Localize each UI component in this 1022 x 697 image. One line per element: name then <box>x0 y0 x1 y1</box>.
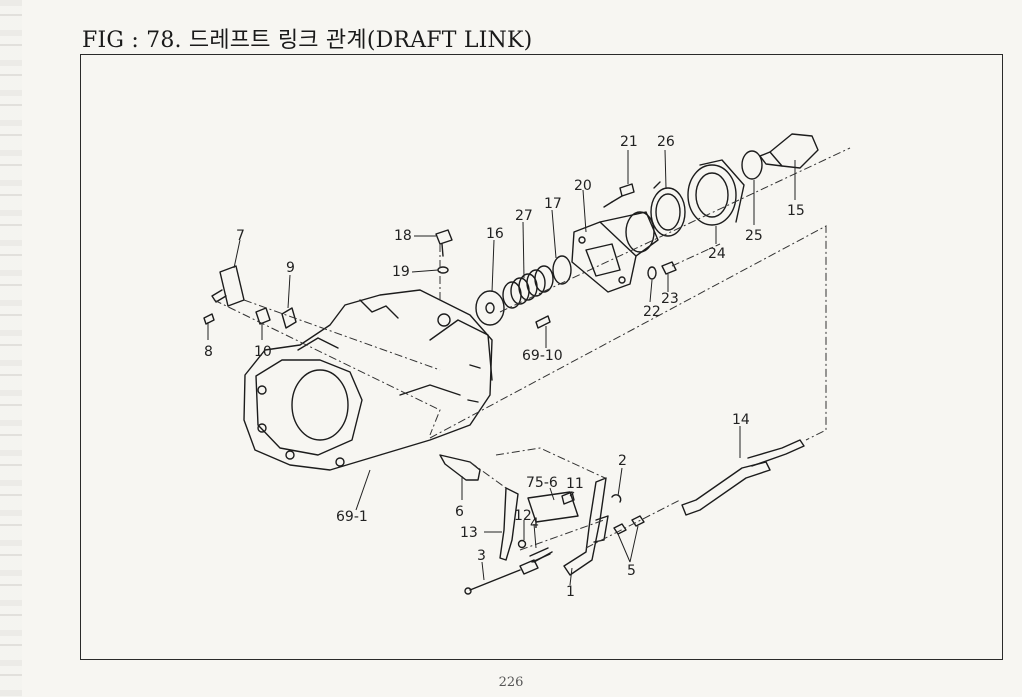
page-number: 226 <box>498 675 524 690</box>
part-label: 13 <box>460 525 478 541</box>
part-label: 14 <box>732 412 750 428</box>
arm-13 <box>499 487 519 561</box>
figure-title: FIG : 78. 드레프트 링크 관계(DRAFT LINK) <box>82 28 533 53</box>
washer-12 <box>517 539 527 549</box>
part-label: 3 <box>477 548 486 564</box>
pin-69-10 <box>535 315 551 329</box>
nut-5b <box>631 515 645 527</box>
leader-lines <box>207 149 796 586</box>
part-label: 19 <box>392 264 410 280</box>
draft-rod <box>681 439 805 516</box>
part-label: 22 <box>643 304 661 320</box>
snap-ring <box>650 181 686 237</box>
washer <box>552 255 572 285</box>
transmission-housing <box>243 289 493 471</box>
part-label: 75-6 <box>526 475 558 491</box>
nut-23 <box>661 261 677 275</box>
part-labels: 21 26 20 17 27 16 18 19 7 9 8 10 69-10 2… <box>204 134 805 600</box>
part-label: 17 <box>544 196 562 212</box>
part-label: 7 <box>236 228 245 244</box>
part-label: 11 <box>566 476 584 492</box>
assembly-lines <box>213 147 851 551</box>
spring-4 <box>529 547 551 563</box>
oil-seal <box>687 159 745 226</box>
pin-8 <box>203 313 215 325</box>
lever-1 <box>563 477 609 576</box>
scan-edge <box>0 0 22 697</box>
part-label: 18 <box>394 228 412 244</box>
part-label: 16 <box>486 226 504 242</box>
part-label: 1 <box>566 584 575 600</box>
part-label: 26 <box>657 134 675 150</box>
part-label: 5 <box>627 563 636 579</box>
part-label: 2 <box>618 453 627 469</box>
flange-bracket <box>571 211 659 293</box>
bolt-10 <box>255 307 271 325</box>
part-label: 9 <box>286 260 295 276</box>
part-label: 20 <box>574 178 592 194</box>
part-label: 69-10 <box>522 348 563 364</box>
part-label: 15 <box>787 203 805 219</box>
spring-seat-disc <box>475 290 505 326</box>
link-arm-7 <box>211 265 245 307</box>
part-label: 8 <box>204 344 213 360</box>
part-label: 12 <box>514 508 532 524</box>
washer-22 <box>647 266 657 280</box>
bolt-21 <box>603 183 635 208</box>
diagram-frame <box>80 54 1003 660</box>
bolt-18 <box>435 229 453 257</box>
snap-ring-25 <box>741 150 763 180</box>
part-label: 27 <box>515 208 533 224</box>
lever-6 <box>439 454 481 481</box>
part-label: 69-1 <box>336 509 368 525</box>
part-label: 10 <box>254 344 272 360</box>
clip-9 <box>281 307 297 329</box>
spring <box>502 265 554 309</box>
bolt-11 <box>561 491 575 505</box>
bracket-75-6 <box>527 491 579 523</box>
part-label: 21 <box>620 134 638 150</box>
ring-2 <box>611 494 622 503</box>
part-label: 23 <box>661 291 679 307</box>
part-label: 4 <box>530 516 539 532</box>
part-label: 24 <box>708 246 726 262</box>
part-label: 6 <box>455 504 464 520</box>
part-label: 25 <box>745 228 763 244</box>
pin-15 <box>759 133 819 169</box>
